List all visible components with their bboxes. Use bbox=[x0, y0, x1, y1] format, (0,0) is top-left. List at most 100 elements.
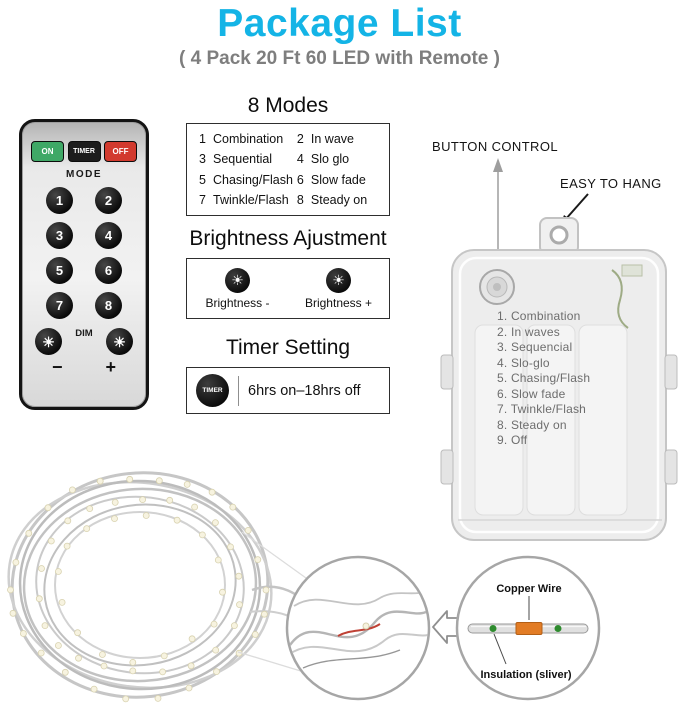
zoom-guide-line bbox=[237, 651, 305, 673]
copper-section bbox=[515, 622, 543, 635]
easy-to-hang-label: EASY TO HANG bbox=[560, 176, 662, 191]
battery-case bbox=[440, 249, 678, 541]
remote-dim-down-button: ☀ bbox=[35, 328, 62, 355]
remote-off-button: OFF bbox=[104, 141, 137, 162]
side-clip bbox=[664, 354, 678, 390]
magnifier-circle bbox=[285, 555, 431, 701]
insulation-dot bbox=[554, 625, 562, 632]
mode-number: 7 bbox=[199, 192, 206, 207]
modes-box: 1 Combination 2 In wave 3 Sequential 4 S… bbox=[186, 123, 390, 216]
remote-timer-button: TIMER bbox=[67, 141, 101, 162]
timer-description: 6hrs on–18hrs off bbox=[248, 382, 361, 399]
timer-box: TIMER 6hrs on–18hrs off bbox=[186, 367, 390, 414]
remote-number-buttons: 1 2 3 4 5 6 7 8 bbox=[22, 187, 146, 319]
battery-mode-item: 1. Combination bbox=[497, 309, 581, 323]
battery-mode-item: 4. Slo-glo bbox=[497, 355, 550, 370]
control-button bbox=[479, 269, 515, 305]
battery-mode-item: 7. Twinkle/Flash bbox=[497, 402, 587, 416]
copper-wire-label: Copper Wire bbox=[496, 583, 561, 595]
left-arrow-icon bbox=[432, 610, 460, 644]
brightness-down-icon: ☀ bbox=[225, 267, 250, 293]
brightness-minus-label: Brightness - bbox=[205, 295, 270, 310]
hang-tab bbox=[539, 217, 579, 255]
sun-icon: ☀ bbox=[231, 272, 244, 288]
mode-number: 1 bbox=[199, 132, 206, 147]
mode-number: 3 bbox=[199, 152, 206, 167]
timer-button-icon: TIMER bbox=[196, 374, 229, 407]
mode-label: Twinkle/Flash bbox=[213, 192, 289, 207]
timer-divider bbox=[238, 375, 239, 406]
remote-button-7: 7 bbox=[46, 292, 73, 319]
remote-on-button: ON bbox=[31, 141, 64, 162]
side-clip bbox=[440, 449, 454, 485]
internal-wire bbox=[611, 269, 629, 329]
brightness-icon: ☀ bbox=[113, 333, 126, 350]
page-subtitle: ( 4 Pack 20 Ft 60 LED with Remote ) bbox=[179, 48, 500, 69]
sun-icon: ☀ bbox=[332, 272, 345, 288]
remote-button-4: 4 bbox=[95, 222, 122, 249]
remote-minus-plus-row: − + bbox=[22, 357, 146, 378]
remote-mode-label: MODE bbox=[66, 169, 102, 180]
battery-mode-item: 9. Off bbox=[497, 433, 528, 447]
brightness-plus-item: ☀ Brightness + bbox=[288, 259, 389, 318]
battery-slot bbox=[474, 324, 524, 516]
brightness-box: ☀ Brightness - ☀ Brightness + bbox=[186, 258, 390, 319]
battery-box-illustration bbox=[440, 158, 678, 541]
brightness-minus-item: ☀ Brightness - bbox=[187, 259, 288, 318]
mode-label: Chasing/Flash bbox=[213, 172, 293, 187]
remote-dim-up-button: ☀ bbox=[105, 328, 133, 355]
mode-label: Slo glo bbox=[310, 152, 350, 167]
mode-number: 5 bbox=[199, 172, 206, 187]
remote-control-illustration: ON TIMER OFF MODE 1 2 3 4 5 6 7 8 ☀ DIM … bbox=[19, 119, 149, 410]
mode-label: Steady on bbox=[310, 192, 368, 207]
insulation-label: Insulation (sliver) bbox=[480, 669, 571, 681]
remote-button-6: 6 bbox=[95, 257, 122, 284]
brightness-icon: ☀ bbox=[42, 333, 55, 350]
remote-dim-row: ☀ DIM ☀ bbox=[22, 328, 146, 355]
remote-plus-label: + bbox=[105, 357, 116, 377]
remote-button-8: 8 bbox=[95, 292, 122, 319]
zoom-guide-line bbox=[241, 531, 307, 579]
insulation-dot bbox=[489, 625, 497, 632]
brightness-heading: Brightness Ajustment bbox=[189, 227, 387, 250]
remote-button-5: 5 bbox=[46, 257, 73, 284]
remote-button-2: 2 bbox=[95, 187, 122, 214]
hang-hole bbox=[549, 225, 569, 245]
remote-button-1: 1 bbox=[46, 187, 73, 214]
led-dots bbox=[7, 475, 270, 703]
mode-number: 4 bbox=[296, 152, 304, 167]
brightness-plus-label: Brightness + bbox=[304, 295, 373, 310]
timer-heading: Timer Setting bbox=[225, 336, 351, 359]
led-bulb bbox=[362, 622, 370, 630]
modes-heading: 8 Modes bbox=[247, 94, 329, 117]
remote-dim-label: DIM bbox=[75, 328, 93, 339]
side-clip bbox=[664, 449, 678, 485]
page-title: Package List bbox=[217, 2, 462, 45]
string-lights-coil bbox=[7, 471, 315, 703]
wire-detail-circle: Copper Wire Insulation (sliver) bbox=[455, 555, 601, 701]
remote-minus-label: − bbox=[52, 357, 63, 377]
mode-label: Combination bbox=[213, 132, 284, 147]
bottom-illustration: Copper Wire Insulation (sliver) bbox=[7, 471, 601, 703]
remote-power-row: ON TIMER OFF bbox=[22, 141, 146, 162]
insulation-leader-line bbox=[493, 633, 507, 665]
mode-label: In wave bbox=[310, 132, 354, 147]
battery-slot bbox=[526, 324, 576, 516]
side-clip bbox=[440, 354, 454, 390]
battery-mode-item: 6. Slow fade bbox=[497, 386, 566, 401]
mode-number: 8 bbox=[296, 192, 304, 207]
mode-number: 2 bbox=[296, 132, 304, 147]
battery-mode-list: 1. Combination 2. In waves 3. Sequencial… bbox=[497, 309, 590, 449]
brightness-up-icon: ☀ bbox=[326, 267, 351, 293]
battery-mode-item: 5. Chasing/Flash bbox=[497, 371, 591, 385]
battery-mode-item: 2. In waves bbox=[497, 324, 560, 339]
button-control-label: BUTTON CONTROL bbox=[432, 139, 558, 154]
internal-component bbox=[621, 264, 643, 277]
mode-label: Slow fade bbox=[310, 172, 366, 187]
button-control-arrow bbox=[493, 158, 503, 252]
battery-mode-item: 3. Sequencial bbox=[497, 340, 573, 354]
mode-label: Sequential bbox=[213, 152, 273, 167]
red-wire bbox=[337, 623, 381, 637]
mode-number: 6 bbox=[296, 172, 304, 187]
